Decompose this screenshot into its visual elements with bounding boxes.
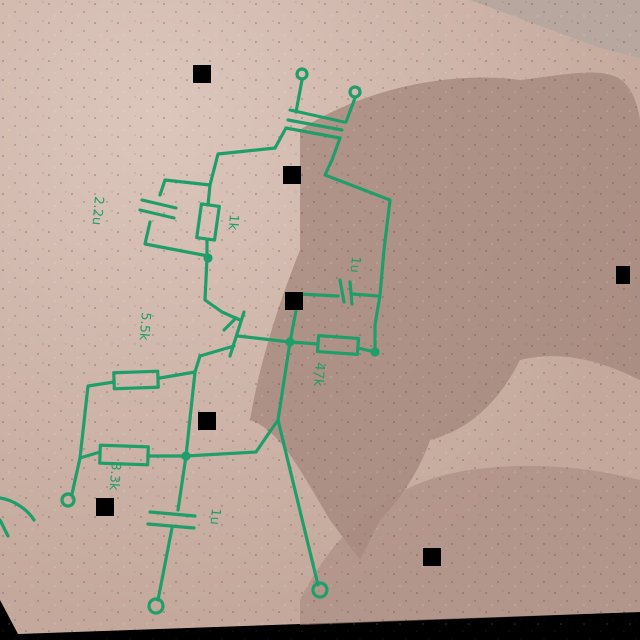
label-r-emitter: 3.3k <box>106 462 123 492</box>
transistor-symbol <box>198 310 292 358</box>
resistor-1k <box>195 183 224 314</box>
label-r-base-right: 47k <box>310 362 327 388</box>
capacitor-bottom <box>146 510 197 615</box>
marker-square <box>423 548 441 566</box>
marker-square <box>96 498 114 516</box>
marker-square <box>198 412 216 430</box>
label-r-base-upper: 5.5k <box>136 312 153 342</box>
label-c-left: 2.2u <box>88 196 105 226</box>
label-c-top-right: 1u <box>347 256 363 274</box>
transformer-symbol <box>273 67 362 162</box>
capacitor-left <box>138 178 212 258</box>
marker-squares <box>96 65 630 566</box>
component-labels: 2.2u 1k 1u 5.5k 47k 3.3k 1u <box>88 196 362 526</box>
resistor-3.3k <box>60 443 188 508</box>
marker-square <box>616 266 630 284</box>
label-c-bottom: 1u <box>207 508 223 526</box>
marker-square <box>285 292 303 310</box>
marker-square <box>193 65 211 83</box>
circuit-drawing <box>0 67 392 615</box>
label-r-collector: 1k <box>225 214 241 232</box>
marker-square <box>283 166 301 184</box>
